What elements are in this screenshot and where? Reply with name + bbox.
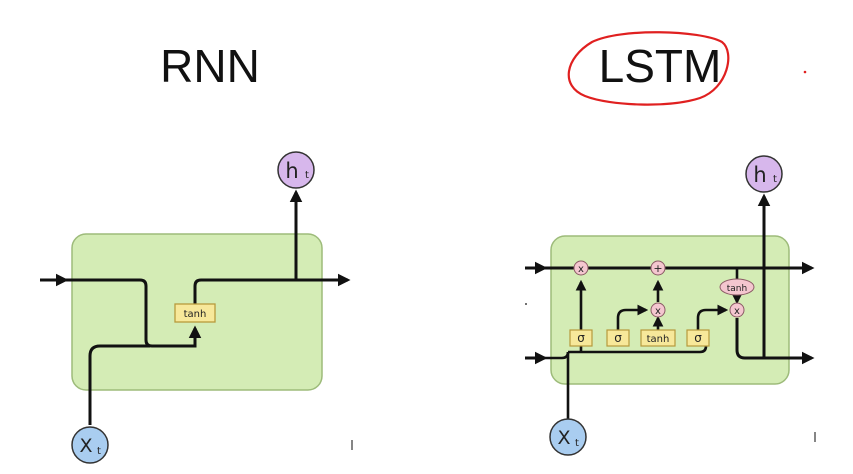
lstm-forget-multiply: [573, 260, 589, 276]
rnn-x-input-line: [88, 344, 150, 425]
lstm-input-multiply-symbol: x: [655, 306, 661, 317]
lstm-output-label: h: [753, 163, 766, 187]
stray-mark: [525, 303, 527, 305]
rnn-output-label: h: [285, 159, 298, 183]
lstm-input-sub: t: [575, 438, 579, 449]
rnn-cell: tanh h t X t: [40, 151, 351, 464]
lstm-input-gate: [606, 329, 630, 347]
lstm-input-label: X: [557, 427, 570, 449]
lstm-output-gate-label: σ: [694, 331, 702, 345]
lstm-input-gate-label: σ: [614, 331, 622, 345]
rnn-input-sub: t: [97, 446, 101, 457]
annotation-circle: [567, 31, 730, 106]
lstm-input-node: [549, 418, 587, 456]
rnn-tanh-label: tanh: [184, 309, 207, 320]
lstm-cell-tanh-label: tanh: [727, 284, 747, 294]
lstm-cell-add-symbol: +: [653, 262, 662, 275]
lstm-forget-multiply-symbol: x: [578, 264, 584, 275]
lstm-forget-gate: [569, 329, 593, 347]
annotation-dot: [803, 70, 807, 74]
lstm-output-node: [745, 155, 783, 193]
rnn-output-node: [277, 151, 315, 189]
lstm-title: LSTM: [598, 40, 722, 92]
rnn-tanh-layer: [174, 303, 216, 323]
lstm-output-gate: [686, 329, 710, 347]
lstm-output-multiply: [729, 302, 745, 318]
rnn-title: RNN: [160, 40, 260, 92]
lstm-forget-gate-label: σ: [577, 331, 585, 345]
lstm-cell-add: [650, 260, 666, 276]
lstm-hidden-output-line: [735, 318, 815, 365]
lstm-input-multiply: [650, 302, 666, 318]
rnn-input-label: X: [79, 435, 92, 457]
rnn-output-sub: t: [305, 170, 309, 181]
rnn-hidden-input-line: [40, 278, 202, 348]
lstm-output-gate-line: [696, 304, 729, 330]
rnn-input-node: [71, 426, 109, 464]
lstm-output-sub: t: [773, 174, 777, 185]
rnn-output-line: [193, 278, 296, 304]
lstm-input-gate-line: [616, 304, 649, 330]
lstm-cell-tanh: [719, 278, 755, 296]
lstm-output-multiply-symbol: x: [734, 306, 740, 317]
lstm-candidate-layer: [640, 329, 676, 347]
lstm-cell: σ σ tanh σ x + x x tanh h t X: [525, 155, 815, 456]
lstm-cell-box: [550, 235, 790, 385]
lstm-candidate-label: tanh: [647, 334, 670, 345]
